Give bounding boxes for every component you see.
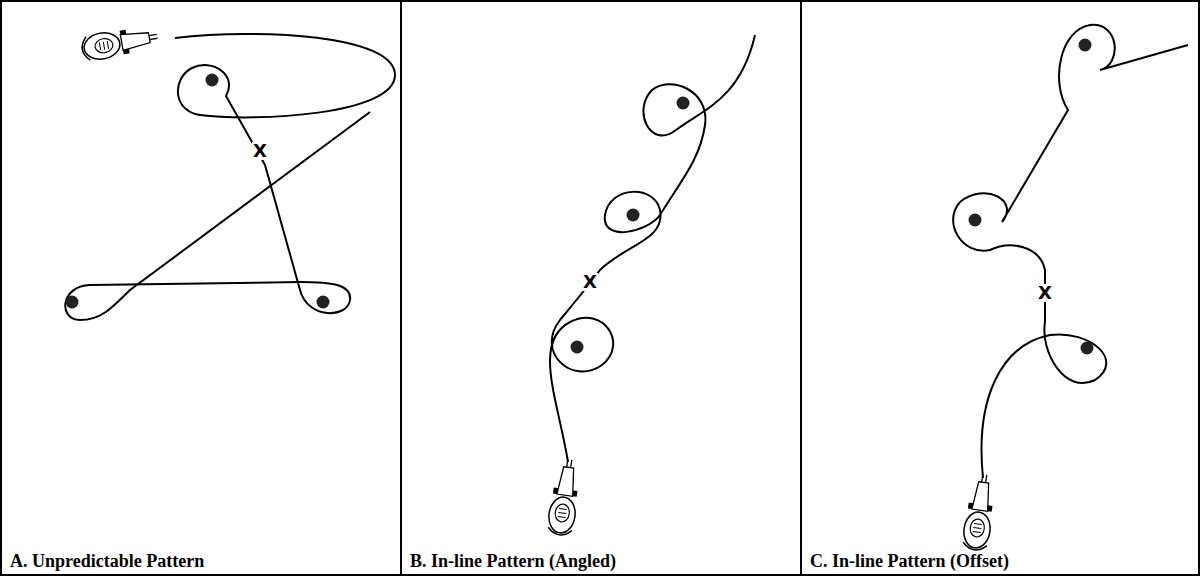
- pattern-panel: X C. In-line Pattern (Offset): [800, 0, 1200, 576]
- panel-caption: A. Unpredictable Pattern: [10, 551, 204, 571]
- obstacle-dots: [66, 39, 1094, 355]
- crossing-mark: X: [252, 142, 268, 160]
- diver-figures: [80, 23, 998, 551]
- pattern-panel: X A. Unpredictable Pattern: [0, 0, 402, 576]
- pattern-panel: X B. In-line Pattern (Angled): [400, 0, 802, 576]
- panel-caption: B. In-line Pattern (Angled): [410, 551, 616, 571]
- crossing-mark: X: [1037, 284, 1053, 302]
- path-lines: [65, 25, 1188, 478]
- panel-caption: C. In-line Pattern (Offset): [810, 551, 1009, 571]
- crossing-mark: X: [582, 273, 598, 291]
